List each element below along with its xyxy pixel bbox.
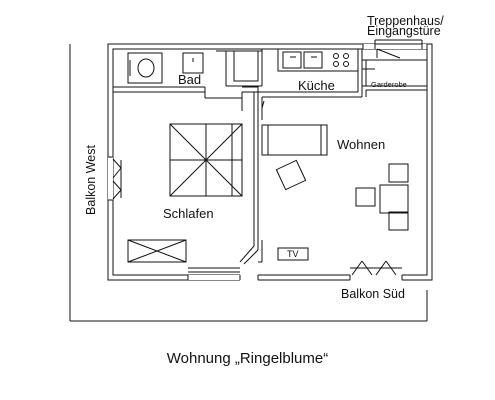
stairwell-label: Treppenhaus/ (367, 14, 444, 28)
tv-unit (277, 247, 309, 261)
living-door (261, 100, 265, 120)
bathroom-fixtures (127, 49, 263, 87)
bathroom-door (204, 92, 243, 111)
room-label-bad: Bad (178, 72, 202, 87)
entrance-door-label: Eingangstüre (367, 24, 441, 38)
dining-set (355, 163, 409, 231)
entrance-door (362, 39, 428, 59)
bed (169, 123, 243, 197)
balcony-south-label: Balkon Süd (341, 287, 405, 301)
west-door (108, 156, 122, 201)
toilet (127, 52, 163, 84)
bedroom-wardrobe (127, 239, 187, 263)
washbasin (182, 52, 204, 74)
balcony-west-label: Balkon West (84, 145, 98, 215)
room-label-garderobe: Garderobe (371, 80, 407, 89)
kitchen-units (277, 48, 359, 72)
shower (233, 50, 259, 82)
room-label-wohnen: Wohnen (337, 137, 386, 152)
plan-title: Wohnung „Ringelblume“ (166, 350, 329, 367)
room-label-schlafen: Schlafen (163, 206, 214, 221)
bedroom-window (187, 267, 241, 280)
sofa (261, 124, 328, 156)
south-door (349, 260, 403, 280)
room-label-kueche: Küche (298, 78, 335, 93)
armchair (275, 159, 307, 191)
tv-label: TV (287, 249, 299, 259)
garderobe-unit (361, 59, 428, 87)
